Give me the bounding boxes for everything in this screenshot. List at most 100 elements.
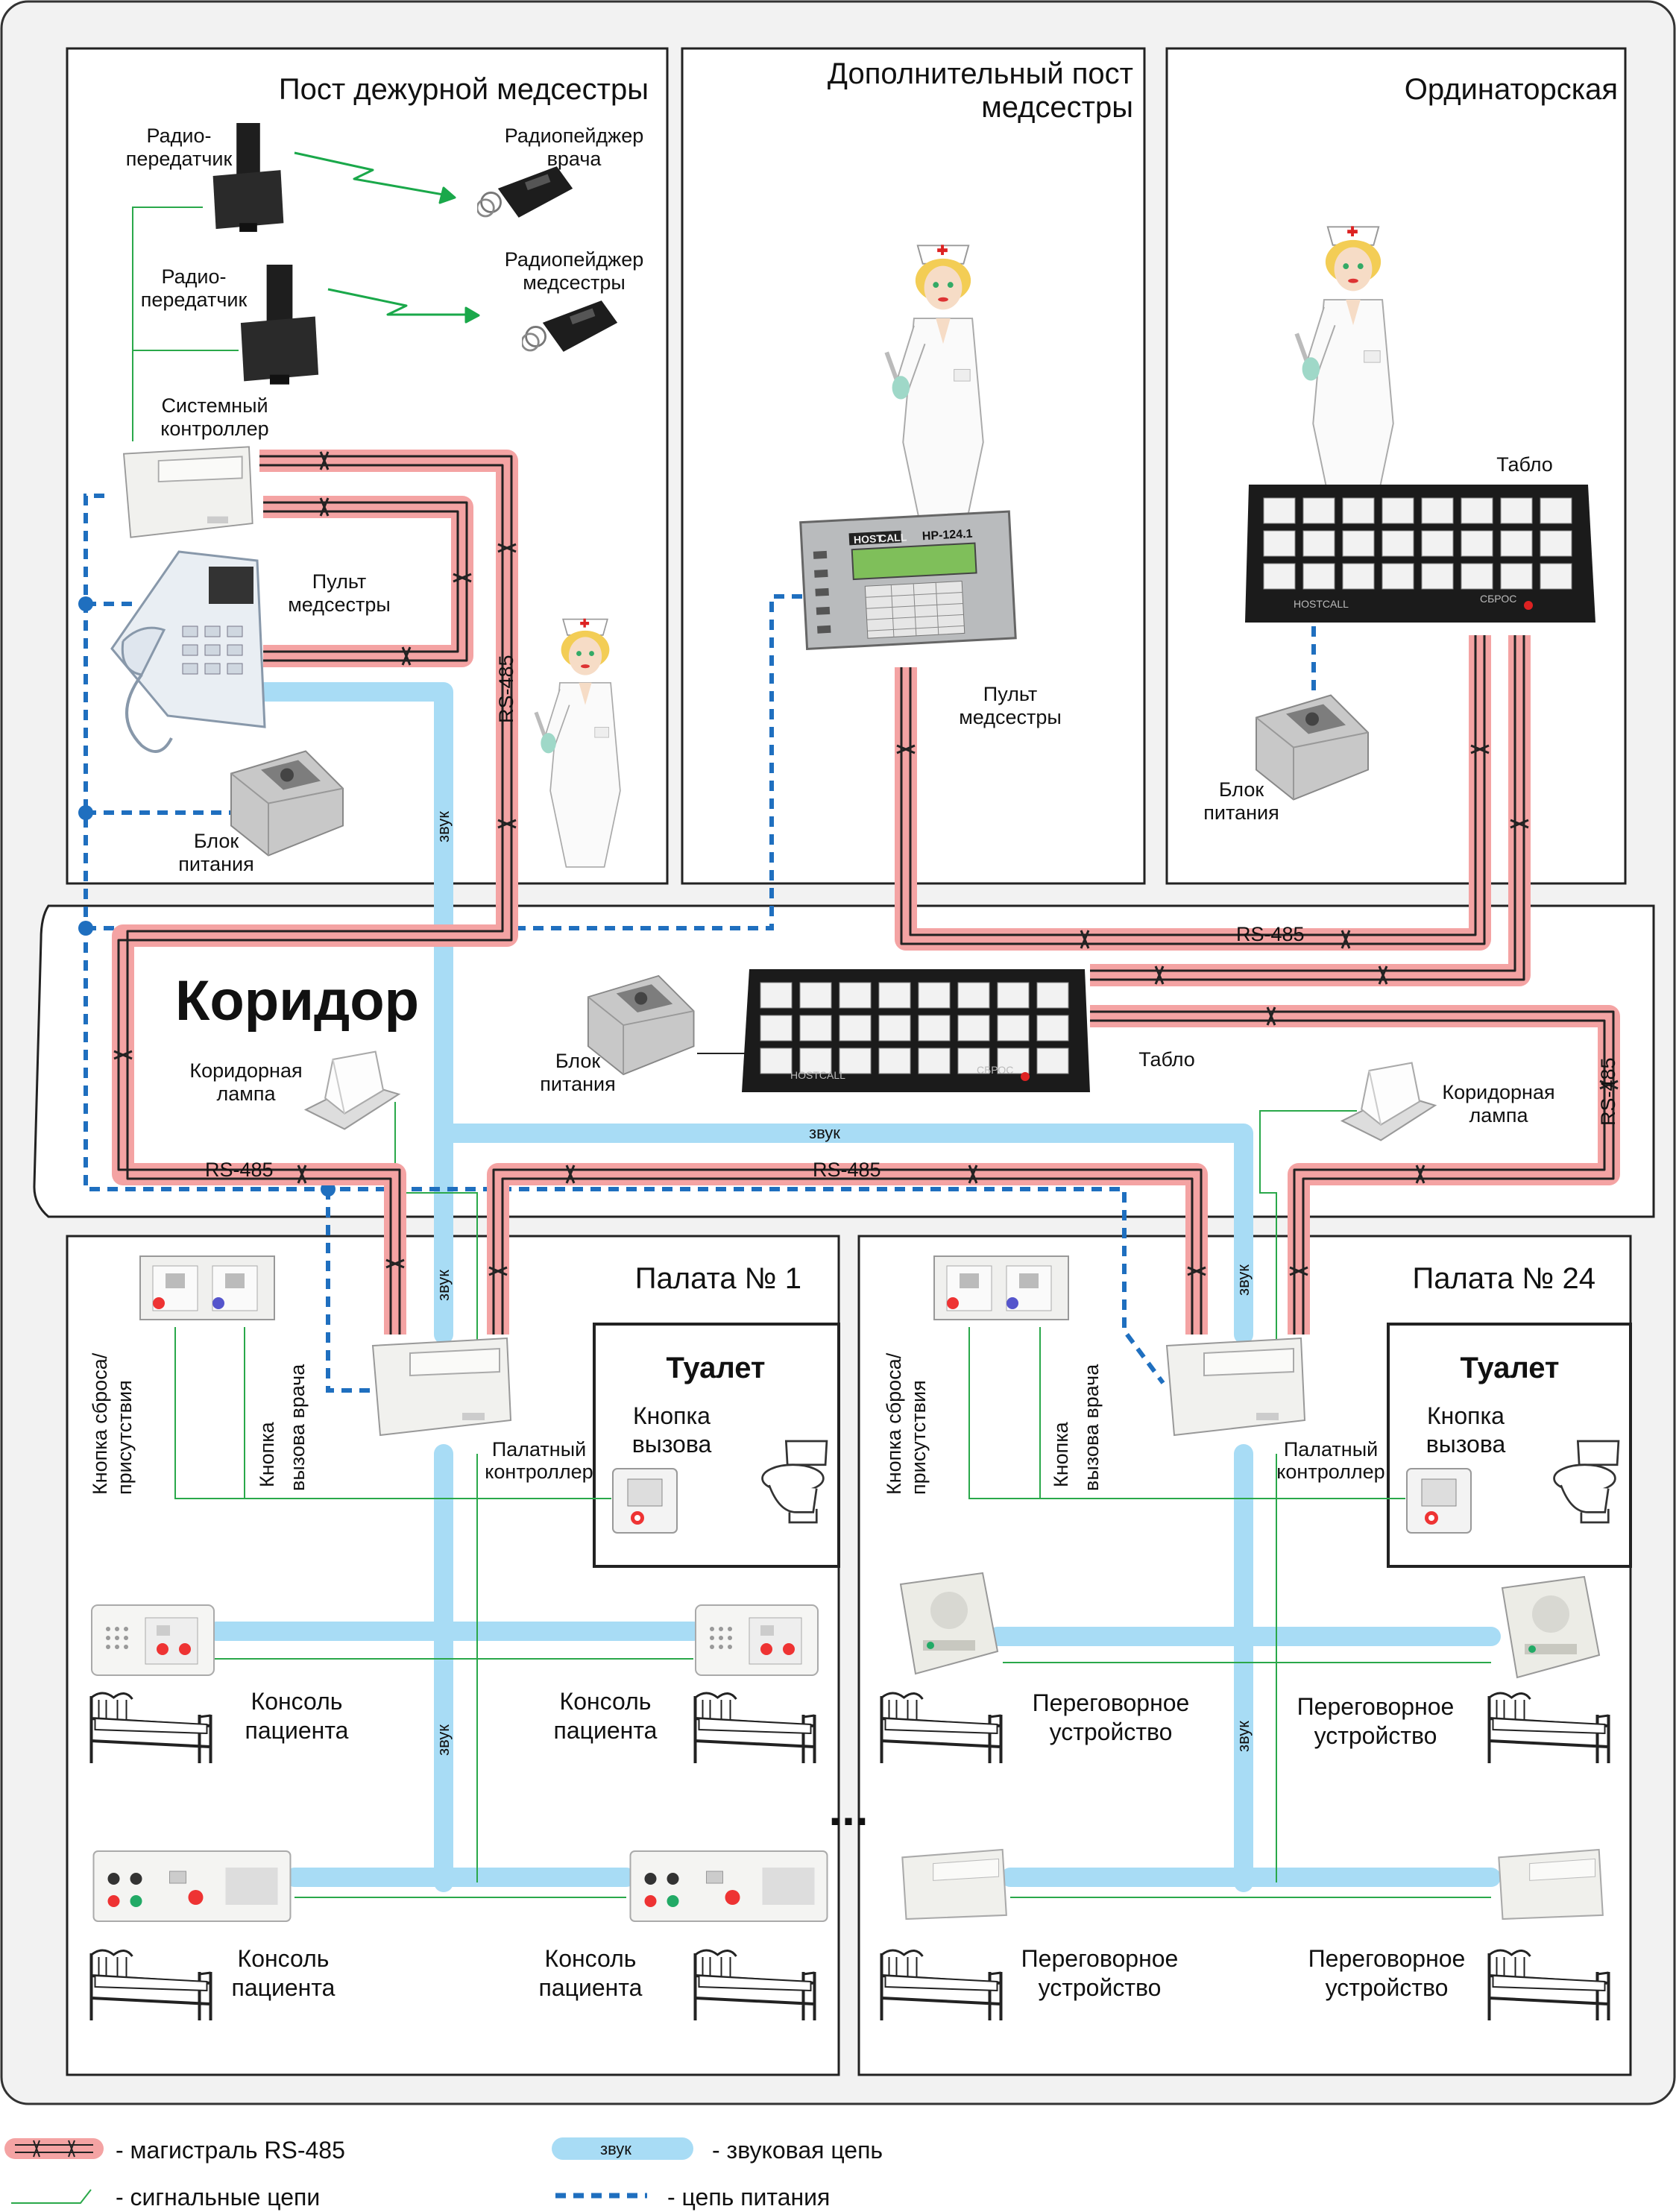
display-board-label: Табло — [1496, 453, 1553, 476]
intercom-3-label-1: Переговорное — [1021, 1945, 1179, 1972]
rs485-label-corridor-top: RS-485 — [1236, 923, 1305, 945]
corridor-display-board-icon: HOSTCALL СБРОС — [742, 969, 1090, 1092]
intercom-icon — [901, 1848, 1007, 1920]
rs485-label-corridor-right: RS-485 — [1597, 1057, 1619, 1126]
patient-console-icon — [91, 1604, 215, 1676]
radio-tx-1-label-2: передатчик — [126, 148, 233, 170]
pager-doctor-label-2: врача — [547, 148, 602, 170]
signal-circuits — [132, 207, 1491, 1898]
extra-console-label-2: медсестры — [959, 706, 1062, 728]
intercom-1-label-2: устройство — [1050, 1718, 1173, 1745]
ward-controller-icon — [1166, 1337, 1305, 1436]
ward1-call-btn-label-1: Кнопка — [633, 1402, 711, 1429]
patient-console-3-label-1: Консоль — [238, 1945, 330, 1972]
corridor-board-reset: СБРОС — [977, 1064, 1013, 1076]
ward-controller-icon — [372, 1337, 511, 1436]
sound-label-vertical-2: звук — [434, 1270, 453, 1301]
doctor-power-label-1: Блок — [1219, 778, 1264, 801]
legend-sound-swatch-text: звук — [600, 2140, 631, 2158]
rs485-trunk — [112, 450, 1620, 1335]
rs485-label-vertical: RS-485 — [495, 655, 517, 723]
sound-circuits — [207, 682, 1501, 1892]
legend-sound-text: - звуковая цепь — [712, 2137, 883, 2164]
ward1-title: Палата № 1 — [635, 1262, 801, 1295]
patient-console-icon — [629, 1850, 828, 1923]
ward1-controller-label-2: контроллер — [485, 1461, 593, 1483]
ward24-reset-label-2: присутствия — [907, 1380, 930, 1495]
board-reset: СБРОС — [1480, 593, 1516, 605]
legend: - магистраль RS-485 звук - звуковая цепь… — [4, 2137, 883, 2211]
ward24-buttons-icon — [933, 1255, 1069, 1320]
ward1-doctor-btn-label-2: вызова врача — [286, 1364, 309, 1491]
patient-console-4-label-2: пациента — [539, 1974, 643, 2001]
display-board-icon: HOSTCALL СБРОС — [1245, 485, 1595, 623]
patient-console-3-label-2: пациента — [232, 1974, 335, 2001]
intercom-2-label-2: устройство — [1314, 1722, 1437, 1749]
toilet24-title: Туалет — [1460, 1352, 1559, 1384]
ward1-buttons-icon — [139, 1255, 275, 1320]
telephone-console-icon — [110, 550, 266, 753]
ellipsis: ... — [828, 1782, 868, 1836]
ward24-controller-label-1: Палатный — [1284, 1438, 1378, 1461]
intercom-1-label-1: Переговорное — [1033, 1689, 1190, 1716]
system-controller-label-2: контроллер — [160, 417, 268, 440]
power-unit-label-2: питания — [178, 853, 253, 875]
ward1-reset-label-2: присутствия — [113, 1380, 136, 1495]
rs485-label-corridor-mid: RS-485 — [813, 1159, 881, 1181]
ward24-reset-label-1: Кнопка сброса/ — [883, 1352, 905, 1495]
ward1-controller-label-1: Палатный — [492, 1438, 586, 1461]
console-model: НР-124.1 — [922, 528, 972, 543]
legend-rs485-text: - магистраль RS-485 — [116, 2137, 345, 2164]
nurse-console-panel: HOST CALL НР-124.1 — [799, 510, 1017, 651]
intercom-3-label-2: устройство — [1039, 1974, 1162, 2001]
doctors-room — [1165, 47, 1627, 885]
radio-tx-2-label-1: Радио- — [162, 265, 227, 288]
legend-power-text: - цепь питания — [667, 2184, 830, 2211]
nurse-console-label-1: Пульт — [312, 570, 366, 593]
board-brand: HOSTCALL — [1294, 598, 1349, 610]
sound-label-vertical-1: звук — [434, 811, 453, 842]
intercom-4-label-2: устройство — [1326, 1974, 1449, 2001]
corridor-lamp-2-label-2: лампа — [1469, 1104, 1529, 1127]
sound-label-vertical-5: звук — [1234, 1721, 1253, 1752]
doctor-power-label-2: питания — [1203, 801, 1279, 824]
legend-signal-swatch — [11, 2189, 92, 2204]
radio-tx-2-label-2: передатчик — [141, 289, 248, 311]
patient-console-icon — [92, 1850, 292, 1923]
sound-label-vertical-4: звук — [434, 1724, 453, 1756]
intercom-icon — [1498, 1848, 1604, 1920]
corridor-lamp-2-label-1: Коридорная — [1442, 1081, 1554, 1103]
pager-doctor-label-1: Радиопейджер — [505, 125, 644, 147]
ward24-controller-label-2: контроллер — [1276, 1461, 1384, 1483]
console-host: HOST — [854, 532, 883, 546]
patient-console-2-label-2: пациента — [554, 1717, 658, 1744]
ward1-reset-label-1: Кнопка сброса/ — [89, 1352, 111, 1495]
extra-console-label-1: Пульт — [983, 683, 1037, 705]
wall-button-icon — [612, 1468, 678, 1534]
patient-console-icon — [695, 1604, 819, 1676]
patient-console-2-label-1: Консоль — [560, 1688, 652, 1715]
patient-console-1-label-2: пациента — [245, 1717, 349, 1744]
ward24-doctor-btn-label-1: Кнопка — [1050, 1421, 1072, 1487]
radio-waves — [294, 151, 480, 324]
system-controller-label-1: Системный — [161, 394, 268, 417]
extra-post-title-line2: медсестры — [981, 91, 1133, 124]
ward1-doctor-btn-label-1: Кнопка — [256, 1421, 278, 1487]
extra-post-title-line1: Дополнительный пост — [828, 57, 1133, 90]
sound-label-corridor: звук — [809, 1124, 840, 1142]
pager-nurse-label-2: медсестры — [523, 271, 626, 294]
intercom-4-label-1: Переговорное — [1308, 1945, 1466, 1972]
corridor-power-label-2: питания — [540, 1073, 615, 1095]
sound-label-vertical-3: звук — [1234, 1264, 1253, 1296]
legend-rs485-swatch — [4, 2138, 104, 2159]
corridor-title: Коридор — [175, 969, 419, 1033]
nurse-station-title: Пост дежурной медсестры — [279, 73, 649, 106]
ward1-call-btn-label-2: вызова — [632, 1431, 712, 1458]
pager-nurse-label-1: Радиопейджер — [505, 248, 644, 271]
corridor-power-label-1: Блок — [555, 1050, 600, 1072]
toilet1-title: Туалет — [666, 1352, 765, 1384]
patient-console-1-label-1: Консоль — [251, 1688, 343, 1715]
radio-tx-1-label-1: Радио- — [147, 125, 212, 147]
ward24-call-btn-label-1: Кнопка — [1427, 1402, 1505, 1429]
